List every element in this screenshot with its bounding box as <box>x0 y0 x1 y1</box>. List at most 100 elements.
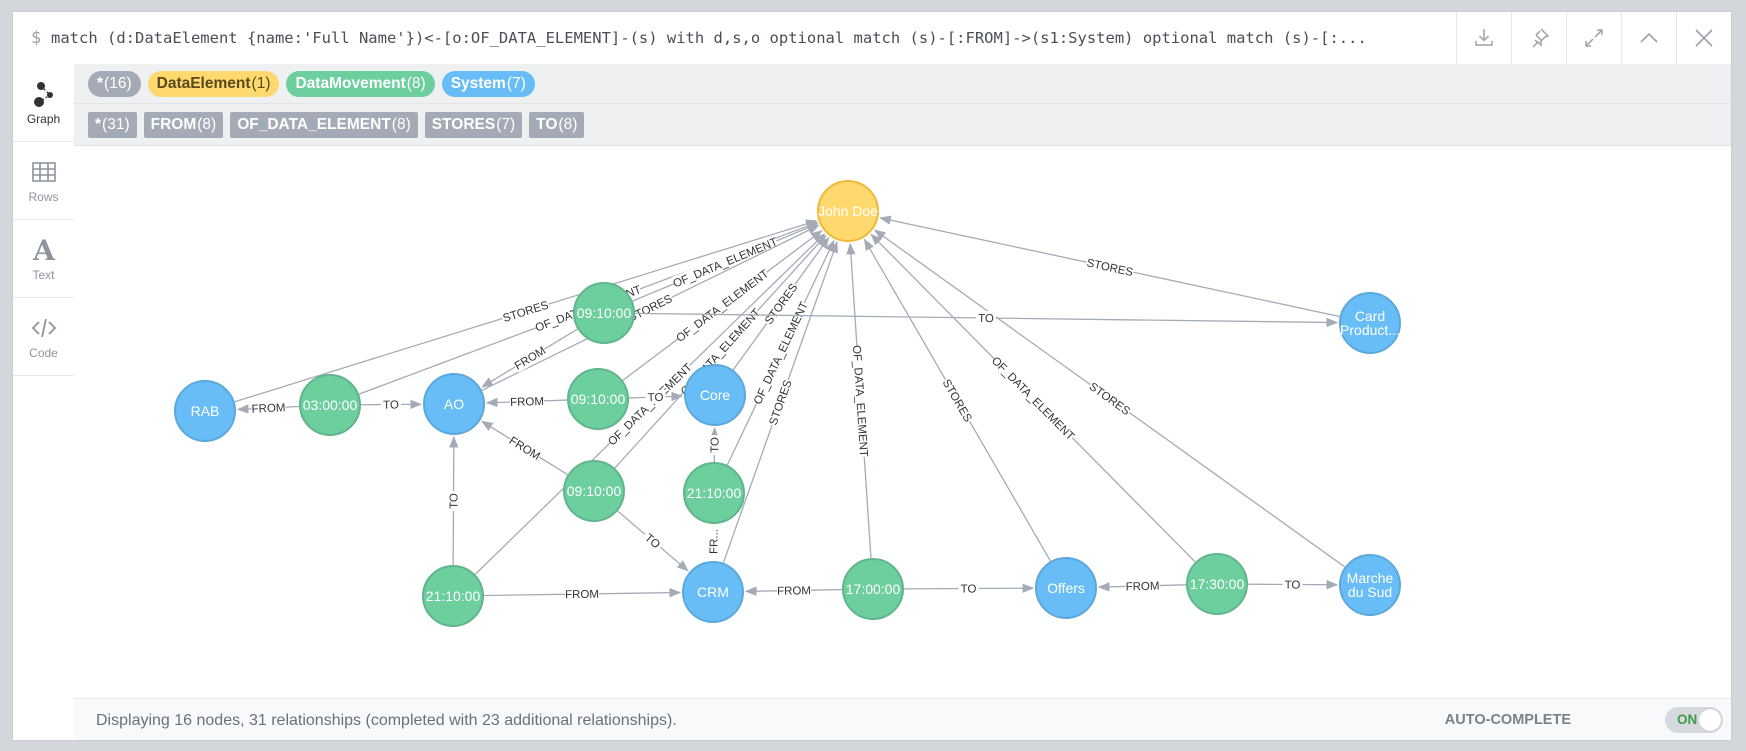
node-system-rab[interactable]: RAB <box>174 380 236 442</box>
relationship-from-27[interactable]: FROM <box>744 583 843 598</box>
sidebar-item-label: Rows <box>28 189 59 204</box>
download-button[interactable] <box>1456 12 1511 64</box>
relationship-label-bg <box>506 433 543 463</box>
relationship-label-group: OF_DATA_ELEMENT <box>850 345 872 457</box>
node-circle[interactable] <box>563 460 625 522</box>
relationship-of-data-element-7[interactable]: OF_DATA_ELEMENT <box>870 233 1196 563</box>
edges-layer: OF_DATA_ELEMENTOF_DATA_ELEMENTOF_DATA_EL… <box>234 215 1346 602</box>
relationship-stores-13[interactable]: STORES <box>873 229 1346 568</box>
collapse-button[interactable] <box>1621 12 1676 64</box>
node-datamovement-m2110a[interactable]: 21:10:00 <box>683 462 745 524</box>
node-datamovement-m0910a[interactable]: 09:10:00 <box>573 282 635 344</box>
node-circle[interactable] <box>1035 557 1097 619</box>
node-label-pill-system[interactable]: System(7) <box>441 70 535 97</box>
node-circle[interactable] <box>573 282 635 344</box>
node-datamovement-m0910c[interactable]: 09:10:00 <box>563 460 625 522</box>
node-label-pill-datamovement[interactable]: DataMovement(8) <box>286 70 435 97</box>
rel-type-tag-stores[interactable]: STORES(7) <box>424 111 523 138</box>
relationship-to-18[interactable]: TO <box>634 310 1339 328</box>
pin-icon <box>1532 28 1550 48</box>
relationship-label-bg <box>1085 255 1135 280</box>
relationship-label-group: FROM <box>776 583 812 598</box>
rel-type-tag-of-data-element[interactable]: OF_DATA_ELEMENT(8) <box>230 111 418 138</box>
relationship-label-bg <box>511 343 549 373</box>
query-text[interactable]: match (d:DataElement {name:'Full Name'})… <box>51 29 1367 47</box>
node-system-offers[interactable]: Offers <box>1035 557 1097 619</box>
relationship-to-22[interactable]: TO <box>617 510 689 572</box>
node-circle[interactable] <box>682 561 744 623</box>
tag-count: (8) <box>391 115 411 133</box>
node-dataelement-johndoe[interactable]: John Doe <box>817 180 879 242</box>
node-datamovement-m1730[interactable]: 17:30:00 <box>1186 553 1248 615</box>
node-circle[interactable] <box>684 364 746 426</box>
sidebar-item-graph[interactable]: Graph <box>13 64 74 142</box>
relationship-from-25[interactable]: FROM <box>483 586 682 602</box>
relationship-from-19[interactable]: FROM <box>485 393 568 410</box>
node-label-pill-all[interactable]: *(16) <box>88 70 141 97</box>
pin-button[interactable] <box>1511 12 1566 64</box>
node-circle[interactable] <box>422 565 484 627</box>
expand-button[interactable] <box>1566 12 1621 64</box>
relationship-label-group: STORES <box>1086 378 1134 419</box>
relationship-to-30[interactable]: TO <box>1247 577 1339 592</box>
node-circle[interactable] <box>683 462 745 524</box>
node-label-pill-dataelement[interactable]: DataElement(1) <box>147 70 280 97</box>
node-datamovement-m0910b[interactable]: 09:10:00 <box>567 368 629 430</box>
relationship-from-29[interactable]: FROM <box>1097 578 1187 594</box>
node-system-ao[interactable]: AO <box>423 373 485 435</box>
relationship-label: FROM <box>777 585 811 598</box>
node-system-crm[interactable]: CRM <box>682 561 744 623</box>
relationship-stores-12[interactable]: STORES <box>863 238 1052 562</box>
node-circle[interactable] <box>567 368 629 430</box>
relationship-label: FROM <box>251 402 285 416</box>
frame-toolbar <box>1456 12 1731 64</box>
node-circle[interactable] <box>842 558 904 620</box>
relationship-label-bg <box>671 234 779 291</box>
node-circle[interactable] <box>1339 554 1401 616</box>
toggle-state: ON <box>1677 712 1698 727</box>
relationship-from-21[interactable]: FROM <box>481 420 569 476</box>
relationship-of-data-element-6[interactable]: OF_DATA_ELEMENT <box>846 242 872 559</box>
sidebar-item-rows[interactable]: Rows <box>13 142 74 220</box>
relationship-label: FROM <box>513 345 548 373</box>
sidebar-item-label: Text <box>32 267 55 282</box>
node-circle[interactable] <box>174 380 236 442</box>
relationship-of-data-element-4[interactable]: OF_DATA_ELEMENT <box>726 239 835 466</box>
node-circle[interactable] <box>1339 292 1401 354</box>
relationship-to-26[interactable]: TO <box>446 435 461 566</box>
relationship-label-bg <box>707 434 722 456</box>
node-system-card[interactable]: CardProduct... <box>1339 292 1401 354</box>
relationship-stores-14[interactable]: STORES <box>879 215 1340 318</box>
relationship-fr--23[interactable]: FR... <box>706 520 721 563</box>
relationship-label-bg <box>564 586 600 602</box>
node-datamovement-m2110b[interactable]: 21:10:00 <box>422 565 484 627</box>
tag-name: OF_DATA_ELEMENT <box>237 115 391 133</box>
node-datamovement-m0300[interactable]: 03:00:00 <box>299 374 361 436</box>
autocomplete-toggle[interactable]: ON <box>1665 707 1723 733</box>
node-circle[interactable] <box>423 373 485 435</box>
close-button[interactable] <box>1676 12 1731 64</box>
pill-count: (7) <box>506 74 526 92</box>
relationship-from-17[interactable]: FROM <box>481 328 578 388</box>
relationship-to-28[interactable]: TO <box>903 581 1035 596</box>
rel-type-tag-from[interactable]: FROM(8) <box>143 111 224 138</box>
graph-icon <box>33 81 53 107</box>
node-system-core[interactable]: Core <box>684 364 746 426</box>
graph-svg[interactable]: OF_DATA_ELEMENTOF_DATA_ELEMENTOF_DATA_EL… <box>74 146 1731 698</box>
node-circle[interactable] <box>817 180 879 242</box>
relationship-to-24[interactable]: TO <box>707 426 722 463</box>
relationship-to-20[interactable]: TO <box>628 389 684 405</box>
node-datamovement-m1700[interactable]: 17:00:00 <box>842 558 904 620</box>
code-icon <box>31 318 56 337</box>
rel-type-tag-to[interactable]: TO(8) <box>529 111 585 138</box>
relationship-from-15[interactable]: FROM <box>236 400 300 416</box>
node-circle[interactable] <box>1186 553 1248 615</box>
sidebar-item-text[interactable]: A Text <box>13 220 74 298</box>
relationship-label-group: TO <box>640 529 665 553</box>
relationship-to-16[interactable]: TO <box>360 397 423 412</box>
node-circle[interactable] <box>299 374 361 436</box>
sidebar-item-code[interactable]: Code <box>13 298 74 376</box>
rel-type-tag-all[interactable]: *(31) <box>88 111 137 138</box>
